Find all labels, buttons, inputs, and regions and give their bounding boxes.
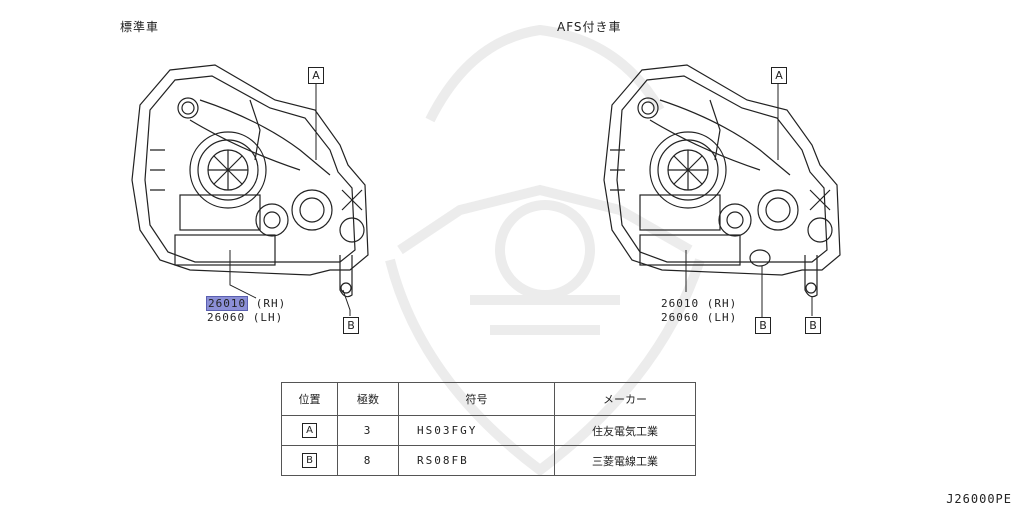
row-maker-cell: 住友電気工業 xyxy=(554,415,696,446)
header-maker: メーカー xyxy=(554,382,696,416)
callout-b-right-1: B xyxy=(755,317,771,334)
header-position: 位置 xyxy=(281,382,338,416)
position-tag: A xyxy=(302,423,317,438)
part-number-rh-right[interactable]: 26010 (RH) xyxy=(661,297,738,310)
row-maker-cell: 三菱電線工業 xyxy=(554,445,696,476)
callout-b-right-2: B xyxy=(805,317,821,334)
diagram-reference-code: J26000PE xyxy=(946,492,1012,506)
position-tag: B xyxy=(302,453,317,468)
callout-b-left: B xyxy=(343,317,359,334)
connector-spec-table: 位置 極数 符号 メーカー A 3 HS03FGY 住友電気工業 B 8 RS0… xyxy=(281,382,696,476)
table-row: B 8 RS08FB 三菱電線工業 xyxy=(281,445,696,476)
part-number-rh-code[interactable]: 26010 xyxy=(206,296,249,311)
table-row: A 3 HS03FGY 住友電気工業 xyxy=(281,415,696,446)
standard-vehicle-title: 標準車 xyxy=(120,20,160,34)
part-number-rh-suffix: (RH) xyxy=(255,297,287,310)
afs-vehicle-title: AFS付き車 xyxy=(557,20,622,34)
header-code: 符号 xyxy=(398,382,555,416)
table-header-row: 位置 極数 符号 メーカー xyxy=(281,382,696,416)
part-number-rh-left[interactable]: 26010 (RH) xyxy=(206,296,287,311)
row-code-cell: RS08FB xyxy=(398,445,555,476)
row-code-cell: HS03FGY xyxy=(398,415,555,446)
callout-a-right: A xyxy=(771,67,787,84)
header-poles: 極数 xyxy=(337,382,399,416)
row-position-cell: B xyxy=(281,445,338,476)
part-number-lh-left[interactable]: 26060 (LH) xyxy=(207,311,284,324)
row-poles-cell: 3 xyxy=(337,415,399,446)
row-poles-cell: 8 xyxy=(337,445,399,476)
callout-a-left: A xyxy=(308,67,324,84)
row-position-cell: A xyxy=(281,415,338,446)
part-number-lh-right[interactable]: 26060 (LH) xyxy=(661,311,738,324)
